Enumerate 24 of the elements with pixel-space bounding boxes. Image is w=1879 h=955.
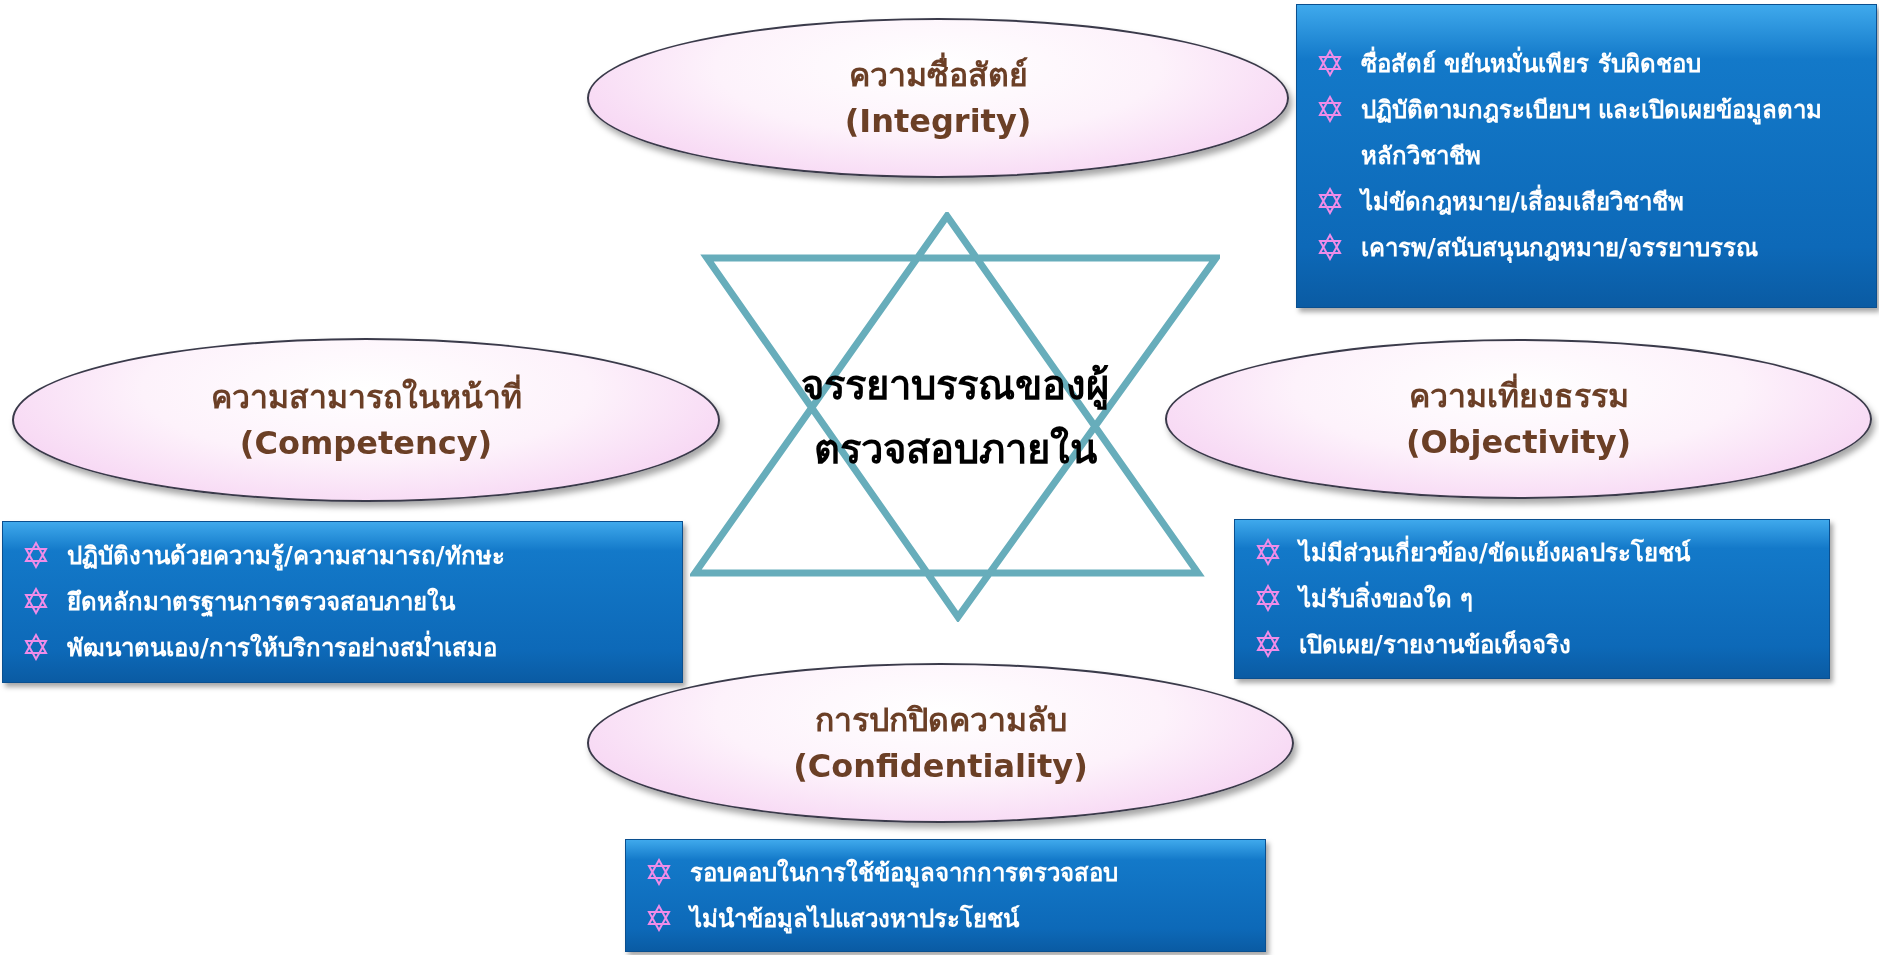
subtitle-text: (Objectivity) xyxy=(1405,422,1632,463)
heading-text: การปกปิดความลับ xyxy=(814,700,1067,741)
subtitle-text: (Competency) xyxy=(239,423,493,464)
bullet-text: เปิดเผย/รายงานข้อเท็จจริง xyxy=(1299,629,1571,661)
bullet-text: ปฏิบัติตามกฎระเบียบฯ และเปิดเผยข้อมูลตามหลักวิชาชีพ xyxy=(1361,95,1824,172)
bullet-text: ปฏิบัติงานด้วยความรู้/ความสามารถ/ทักษะ xyxy=(67,541,505,573)
info-panel xyxy=(625,839,1266,952)
info-panel xyxy=(1234,519,1830,679)
bullet-text: ไม่นำข้อมูลไปแสวงหาประโยชน์ xyxy=(690,903,1019,936)
subtitle-text: (Confidentiality) xyxy=(793,746,1088,787)
bullet-text: ยึดหลักมาตรฐานการตรวจสอบภายใน xyxy=(67,586,455,619)
bullet-text: ไม่มีส่วนเกี่ยวข้อง/ขัดแย้งผลประโยชน์ xyxy=(1299,530,1690,576)
subtitle-text: (Integrity) xyxy=(844,101,1032,142)
bullet-text: ซื่อสัตย์ ขยันหมั่นเพียร รับผิดชอบ xyxy=(1361,41,1701,87)
info-panel xyxy=(2,521,683,683)
heading-text: ความเที่ยงธรรม xyxy=(1408,373,1629,419)
bullet-text: เคารพ/สนับสนุนกฎหมาย/จรรยาบรรณ xyxy=(1361,233,1758,265)
bullet-text: พัฒนาตนเอง/การให้บริการอย่างสม่ำเสมอ xyxy=(67,625,497,671)
info-panel xyxy=(1296,4,1877,308)
heading-text: ความสามารถในหน้าที่ xyxy=(210,374,522,420)
bullet-text: ไม่รับสิ่งของใด ๆ xyxy=(1299,576,1474,622)
bullet-text: ไม่ขัดกฎหมาย/เสื่อมเสียวิชาชีพ xyxy=(1361,179,1684,225)
heading-text: ความซื่อสัตย์ xyxy=(848,52,1028,98)
bullet-text: รอบคอบในการใช้ข้อมูลจากการตรวจสอบ xyxy=(690,857,1118,890)
